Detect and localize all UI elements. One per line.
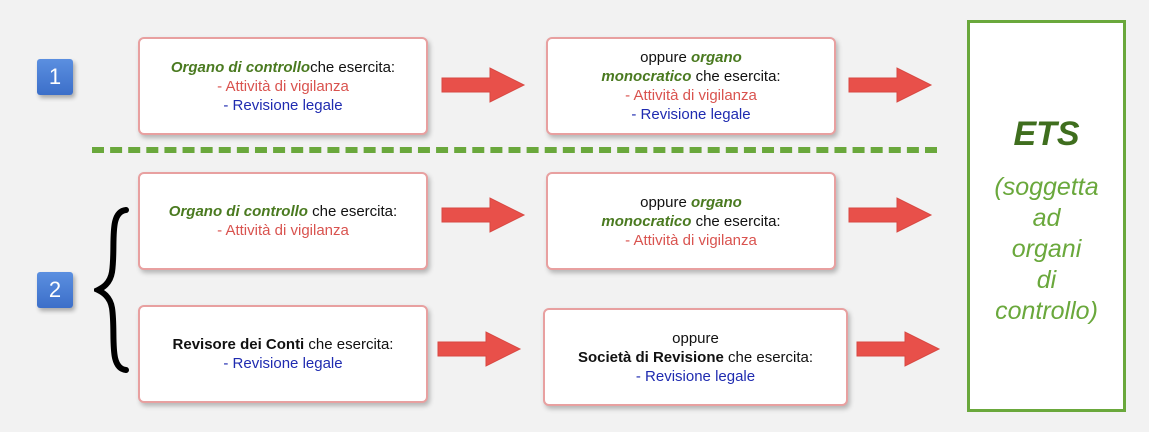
row2-arrow-1 (441, 197, 526, 233)
row3-box-a-item-revisione: - Revisione legale (223, 355, 343, 372)
row1-box-b-item-vigilanza: - Attività di vigilanza (625, 87, 757, 104)
row2-box-a-suffix: che esercita: (312, 203, 398, 220)
row1-box-a-suffix: che esercita: (310, 58, 396, 76)
row3-box-revisore-conti: Revisore dei Conti che esercita: - Revis… (138, 305, 428, 403)
row1-arrow-2 (848, 67, 933, 103)
row3-arrow-1 (437, 331, 522, 367)
dashed-divider (92, 147, 937, 153)
row2-box-organo-monocratico: oppure organo monocratico che esercita: … (546, 172, 836, 270)
row2-box-a-title: Organo di controllo (168, 203, 308, 220)
row1-box-a-title: Organo di controllo (170, 58, 311, 76)
row1-box-a-item-revisione: - Revisione legale (223, 96, 343, 114)
row2-box-a-item-vigilanza: - Attività di vigilanza (217, 222, 349, 239)
row1-box-b-title-b: monocratico (601, 68, 692, 85)
ets-title: ETS (1013, 115, 1080, 153)
badge-2: 2 (37, 272, 73, 308)
row2-box-b-title-a: organo (691, 193, 742, 211)
row1-box-b-item-revisione: - Revisione legale (631, 106, 751, 123)
ets-box: ETS (soggetta ad organi di controllo) (967, 20, 1126, 412)
row1-box-b-title-a: organo (691, 49, 742, 66)
row2-box-b-title-b: monocratico (601, 212, 692, 230)
ets-subtitle-line-3: organi (1011, 235, 1082, 263)
badge-2-label: 2 (48, 277, 62, 302)
row1-box-b-suffix: che esercita: (695, 68, 781, 85)
ets-subtitle-line-1: (soggetta (994, 173, 1099, 201)
badge-1: 1 (37, 59, 73, 95)
row1-box-b-prefix: oppure (640, 49, 687, 66)
row1-arrow-1 (441, 67, 526, 103)
row1-box-organo-controllo: Organo di controlloche esercita: - Attiv… (138, 37, 428, 135)
row3-box-b-prefix: oppure (672, 329, 719, 347)
row3-box-b-item-revisione: - Revisione legale (635, 367, 756, 385)
row2-box-organo-controllo: Organo di controllo che esercita: - Atti… (138, 172, 428, 270)
ets-subtitle-line-4: di (1036, 266, 1057, 294)
curly-brace (94, 207, 129, 373)
ets-subtitle: (soggetta ad organi di controllo) (970, 172, 1123, 327)
row3-box-b-suffix: che esercita: (728, 348, 814, 366)
row3-box-b-title: Società di Revisione (577, 348, 724, 366)
ets-subtitle-line-2: ad (1032, 204, 1061, 232)
row2-box-b-prefix: oppure (640, 193, 687, 211)
row3-box-societa-revisione: oppure Società di Revisione che esercita… (543, 308, 848, 406)
row3-box-a-title: Revisore dei Conti (172, 336, 305, 353)
row2-arrow-2 (848, 197, 933, 233)
row2-box-b-item-vigilanza: - Attività di vigilanza (625, 231, 757, 249)
row3-arrow-2 (856, 331, 941, 367)
row1-box-organo-monocratico: oppure organo monocratico che esercita: … (546, 37, 836, 135)
badge-1-label: 1 (48, 64, 62, 89)
ets-subtitle-line-5: controllo) (995, 297, 1098, 325)
row3-box-a-suffix: che esercita: (308, 336, 394, 353)
row1-box-a-item-vigilanza: - Attività di vigilanza (217, 77, 349, 95)
row2-box-b-suffix: che esercita: (695, 212, 781, 230)
